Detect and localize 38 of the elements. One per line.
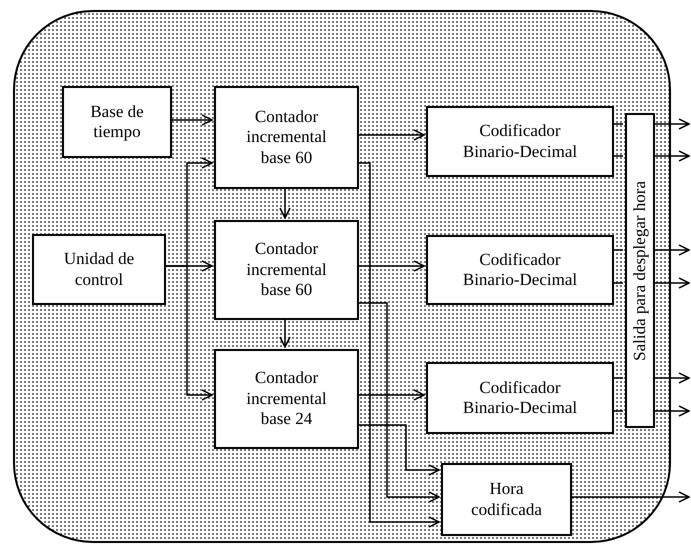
arrow [170, 114, 213, 126]
arrow [279, 187, 291, 219]
block-label: Codificador Binario-Decimal [462, 121, 578, 162]
block-label: Hora codificada [470, 479, 543, 520]
arrow [653, 277, 690, 289]
block-label: Contador incremental base 24 [245, 368, 328, 430]
arrow [357, 302, 440, 503]
block-label: Codificador Binario-Decimal [462, 250, 578, 290]
arrow [357, 389, 425, 401]
arrow [357, 424, 440, 476]
block-label: Codificador Binario-Decimal [462, 378, 578, 418]
block-label: Contador incremental base 60 [245, 239, 328, 301]
arrow [653, 118, 690, 130]
arrow [570, 491, 690, 503]
block-label: Salida para desplegar hora [630, 180, 650, 360]
arrow [653, 405, 690, 417]
block-box [62, 86, 172, 158]
arrow [653, 244, 690, 256]
arrow [279, 318, 291, 348]
arrow [653, 150, 690, 162]
block-box [426, 106, 614, 177]
output-bar [625, 113, 655, 428]
enclosure-panel [13, 10, 671, 543]
block-box [32, 234, 166, 305]
block-label: Base de tiempo [89, 102, 145, 142]
block-box [426, 235, 614, 305]
arrow [164, 265, 213, 401]
arrow [357, 260, 425, 272]
block-label: Contador incremental base 60 [245, 106, 328, 168]
block-label: Unidad de control [62, 249, 136, 290]
block-box [441, 463, 572, 536]
block-box [214, 220, 359, 320]
arrow [653, 372, 690, 384]
block-box [426, 362, 614, 434]
block-box [214, 86, 359, 189]
arrow [357, 129, 425, 141]
block-box [214, 349, 359, 449]
arrow [357, 162, 440, 528]
